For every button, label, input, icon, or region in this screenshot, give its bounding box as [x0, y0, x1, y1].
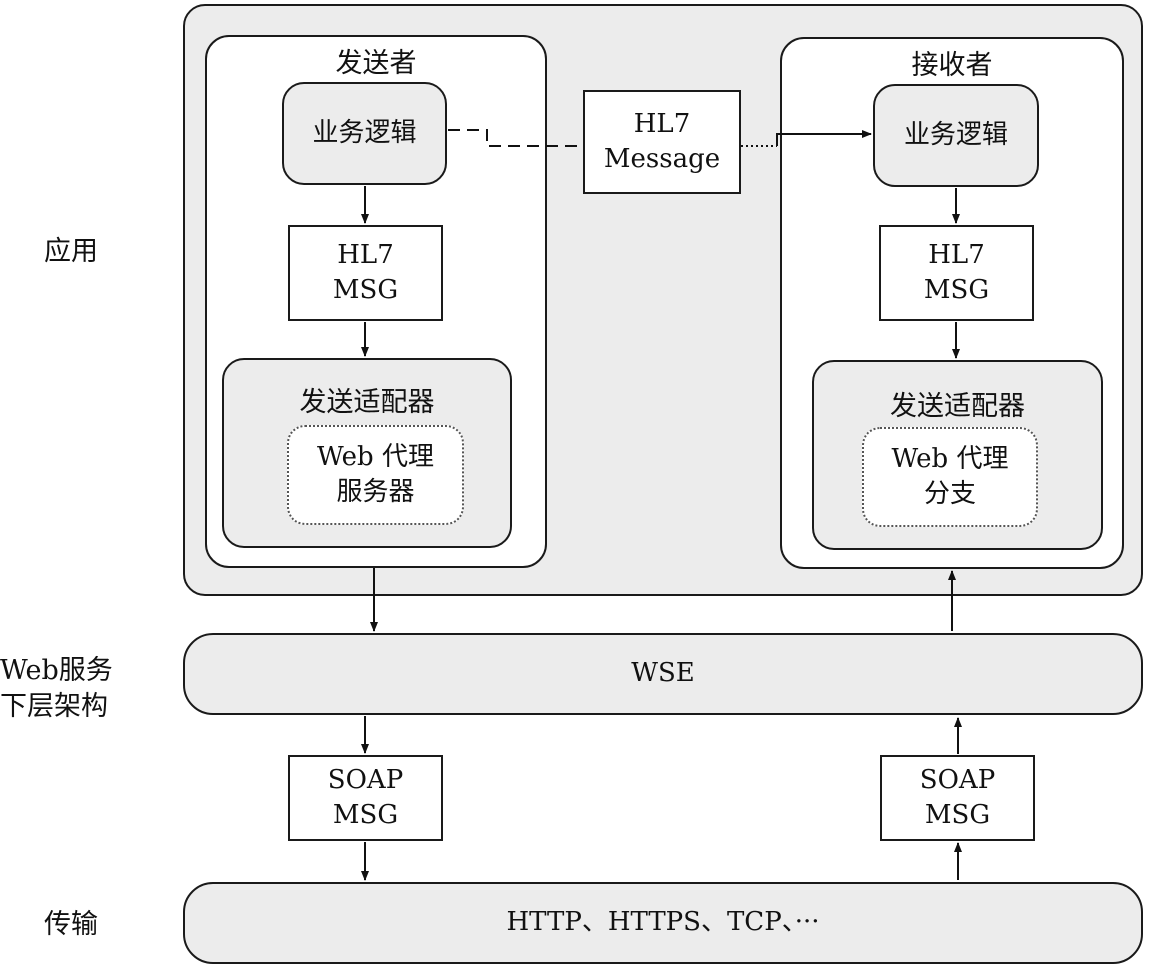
receiver-title: 接收者: [911, 50, 993, 81]
soap-right-line1: SOAP: [919, 764, 996, 795]
sender-hl7-msg-line2: MSG: [332, 275, 399, 305]
receiver-hl7-msg-line2: MSG: [923, 275, 990, 305]
layer-label-web-services: Web服务 下层架构: [0, 653, 113, 726]
sender-web-proxy-server: Web 代理 服务器: [287, 425, 464, 525]
layer-label-transport: 传输: [44, 909, 98, 940]
transport-bar-label: HTTP、HTTPS、TCP、···: [506, 907, 820, 938]
wse-bar: WSE: [183, 633, 1143, 715]
transport-bar: HTTP、HTTPS、TCP、···: [183, 882, 1143, 964]
hl7-message-box: HL7 Message: [583, 90, 741, 194]
sender-business-logic: 业务逻辑: [282, 82, 447, 185]
receiver-hl7-msg-box: HL7 MSG: [879, 225, 1034, 321]
receiver-web-proxy-branch: Web 代理 分支: [862, 427, 1038, 527]
hl7-message-line2: Message: [603, 144, 721, 174]
soap-msg-box-left: SOAP MSG: [288, 755, 443, 841]
layer-label-web-services-line1: Web服务: [0, 655, 113, 686]
sender-hl7-msg-line1: HL7: [337, 239, 394, 270]
receiver-business-logic-label: 业务逻辑: [903, 119, 1008, 150]
soap-left-line1: SOAP: [327, 764, 404, 795]
soap-left-line2: MSG: [332, 800, 399, 830]
sender-business-logic-label: 业务逻辑: [312, 117, 417, 148]
hl7-message-line1: HL7: [633, 108, 691, 139]
soap-msg-box-right: SOAP MSG: [880, 755, 1035, 841]
sender-web-proxy-line1: Web 代理: [317, 441, 434, 472]
sender-adapter-title: 发送适配器: [299, 387, 435, 418]
sender-web-proxy-line2: 服务器: [336, 477, 415, 507]
receiver-hl7-msg-line1: HL7: [928, 239, 985, 270]
soap-right-line2: MSG: [924, 800, 991, 830]
receiver-web-proxy-line1: Web 代理: [891, 443, 1009, 474]
receiver-web-proxy-line2: 分支: [923, 479, 976, 509]
sender-hl7-msg-box: HL7 MSG: [288, 225, 443, 321]
receiver-business-logic: 业务逻辑: [873, 84, 1039, 187]
arrow-message-to-receiver-logic: [776, 130, 872, 146]
wse-label: WSE: [631, 658, 695, 689]
receiver-adapter-title: 发送适配器: [890, 391, 1025, 422]
sender-title: 发送者: [335, 48, 417, 79]
dashed-logic-to-message: [448, 129, 583, 147]
layer-label-web-services-line2: 下层架构: [0, 691, 108, 723]
layer-label-application: 应用: [44, 236, 98, 267]
